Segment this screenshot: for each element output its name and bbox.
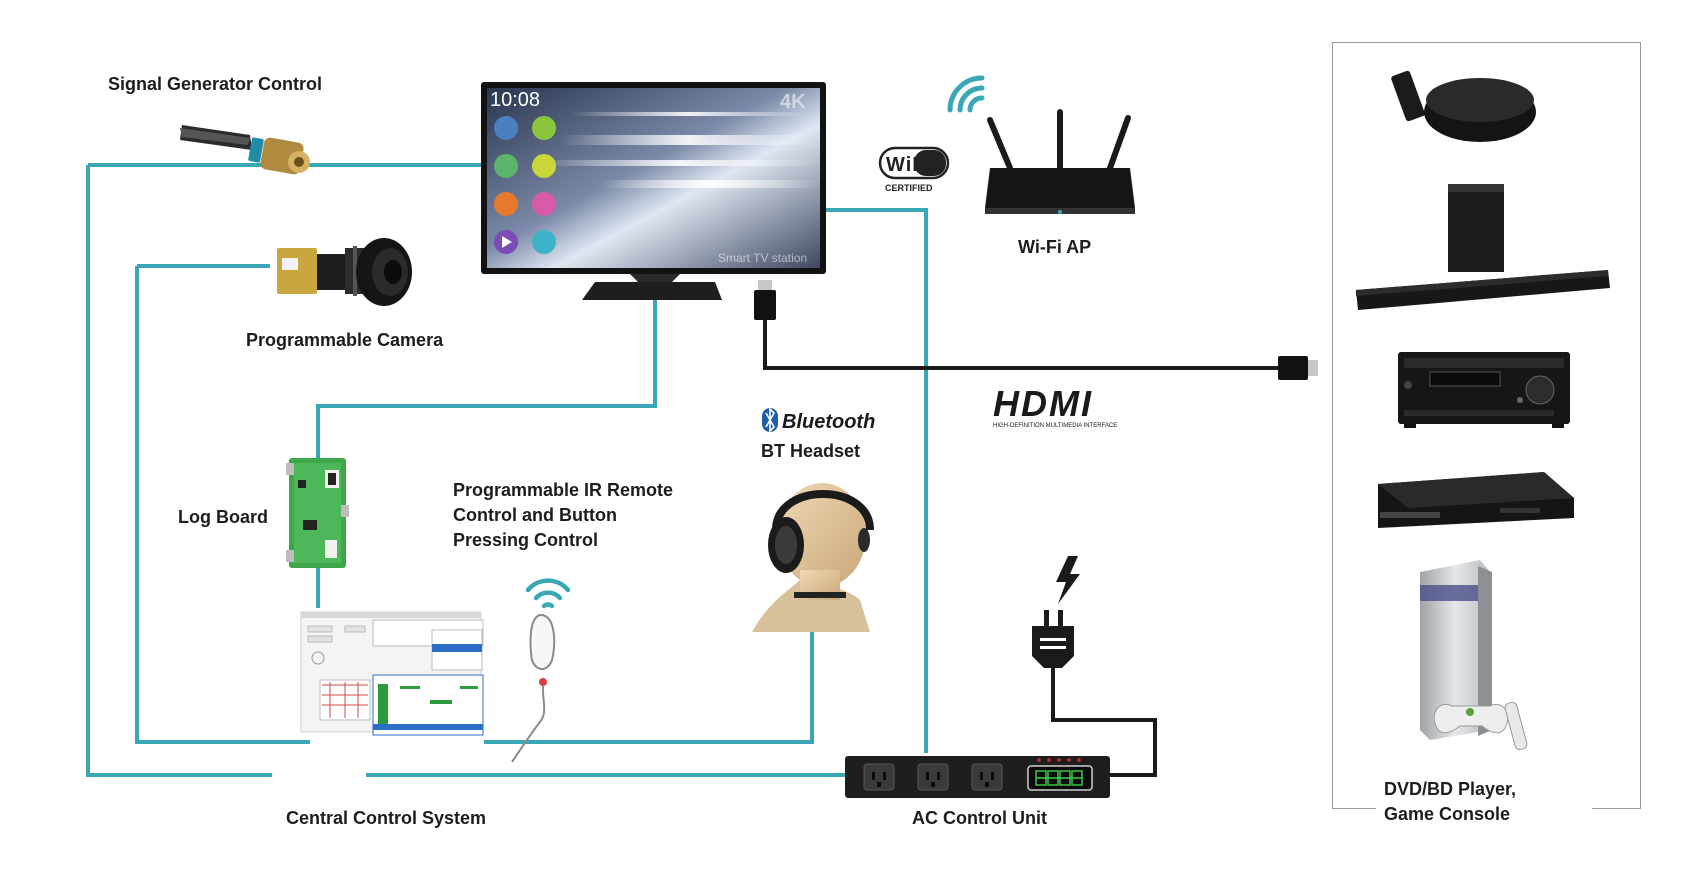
hdmi-subtitle: HIGH-DEFINITION MULTIMEDIA INTERFACE: [993, 423, 1117, 429]
central-control-screenshot-icon: [300, 611, 484, 736]
tv-monitor-icon: [481, 82, 826, 300]
black-cables: [763, 318, 1280, 777]
ir-remote-label-line-3: Pressing Control: [453, 530, 599, 550]
wifi-certified-logo: WiFi CERTIFIED: [878, 146, 950, 193]
bt-headset-label: BT Headset: [761, 441, 861, 461]
tv-time: 10:08: [490, 89, 540, 111]
camera-line: [135, 266, 310, 744]
ir-waves-icon: [525, 578, 571, 609]
devices-label: DVD/BD Player, Game Console: [1376, 777, 1592, 827]
power-cable: [1051, 668, 1157, 777]
tv-caption: Smart TV station: [718, 251, 807, 265]
soundbar-icon: [1356, 184, 1610, 310]
hdmi-plug-right-icon: [1278, 356, 1318, 380]
headset-line: [484, 632, 814, 744]
bluray-player-icon: [1378, 472, 1574, 528]
hdmi-cable: [763, 318, 1280, 370]
hdmi-logo: HDMI: [993, 383, 1093, 424]
game-console-icon: [1420, 560, 1528, 751]
headset-dummy-head-icon: [752, 483, 874, 632]
lightning-icon: [1056, 556, 1080, 604]
signal-generator-probe-icon: [180, 125, 310, 175]
devices-label-line-1: DVD/BD Player,: [1384, 779, 1517, 799]
wifi-ap-label: Wi-Fi AP: [1018, 237, 1092, 257]
log-board-pcb-icon: [286, 458, 349, 568]
tv-to-ac-line: [826, 208, 928, 753]
signal-generator-line: [86, 165, 272, 777]
signal-generator-label: Signal Generator Control: [108, 74, 323, 94]
devices-frame: [1332, 42, 1641, 809]
tv-to-logboard-line: [316, 300, 657, 458]
wifi-router-icon: [985, 109, 1135, 214]
ir-remote-label-line-2: Control and Button: [453, 505, 617, 525]
log-board-label: Log Board: [178, 507, 268, 527]
programmable-camera-label: Programmable Camera: [246, 330, 444, 350]
bluetooth-text: Bluetooth: [782, 411, 875, 433]
wifi-waves-icon: [947, 75, 985, 113]
tv-4k-badge: 4K: [780, 91, 806, 113]
devices-label-line-2: Game Console: [1384, 804, 1511, 824]
ir-remote-label-line-1: Programmable IR Remote: [453, 480, 674, 500]
wifi-certified-text: CERTIFIED: [885, 183, 933, 193]
power-strip-icon: [845, 756, 1110, 798]
ir-remote-label: Programmable IR Remote Control and Butto…: [453, 478, 713, 553]
power-plug-icon: [1032, 610, 1074, 668]
camera-lens-icon: [277, 238, 412, 306]
hdmi-plug-icon: [754, 280, 776, 320]
connection-lines: [86, 163, 928, 777]
wifi-logo-text: WiFi: [886, 154, 932, 176]
ir-remote-icon: [511, 613, 556, 763]
bluetooth-logo: [762, 407, 778, 433]
set-top-box-icon: [1391, 70, 1536, 142]
central-control-label: Central Control System: [286, 808, 487, 828]
av-receiver-icon: [1398, 352, 1570, 428]
ac-control-label: AC Control Unit: [912, 808, 1047, 828]
